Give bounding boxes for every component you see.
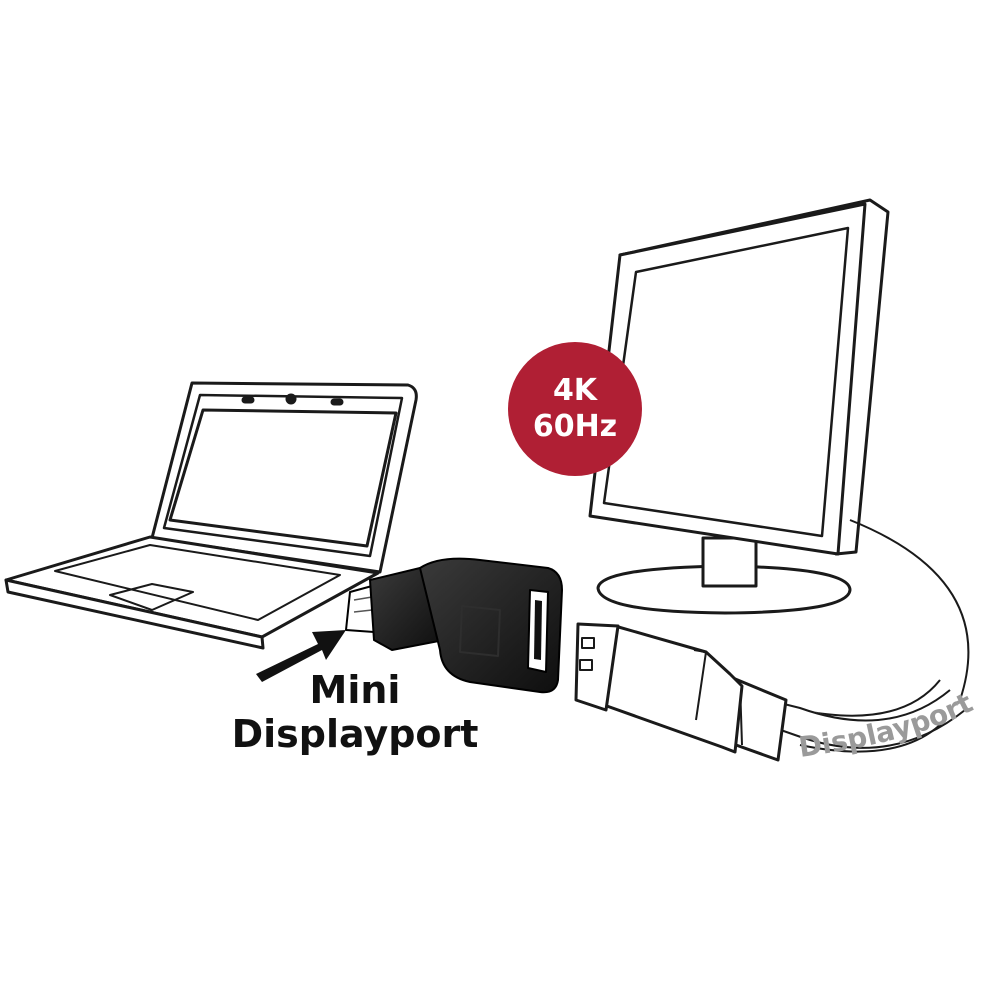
monitor-icon (588, 198, 890, 615)
arrow-icon (256, 630, 346, 682)
laptop-icon (4, 381, 418, 650)
mini-label-line1: Mini (309, 668, 401, 712)
mini-label-line2: Displayport (231, 712, 479, 756)
resolution-badge: 4K 60Hz (508, 342, 642, 476)
badge-resolution: 4K (552, 373, 598, 408)
adapter-icon (345, 557, 563, 694)
mini-displayport-label: Mini Displayport (210, 668, 500, 756)
badge-refresh-rate: 60Hz (532, 409, 618, 444)
displayport-plug-icon (574, 622, 788, 762)
